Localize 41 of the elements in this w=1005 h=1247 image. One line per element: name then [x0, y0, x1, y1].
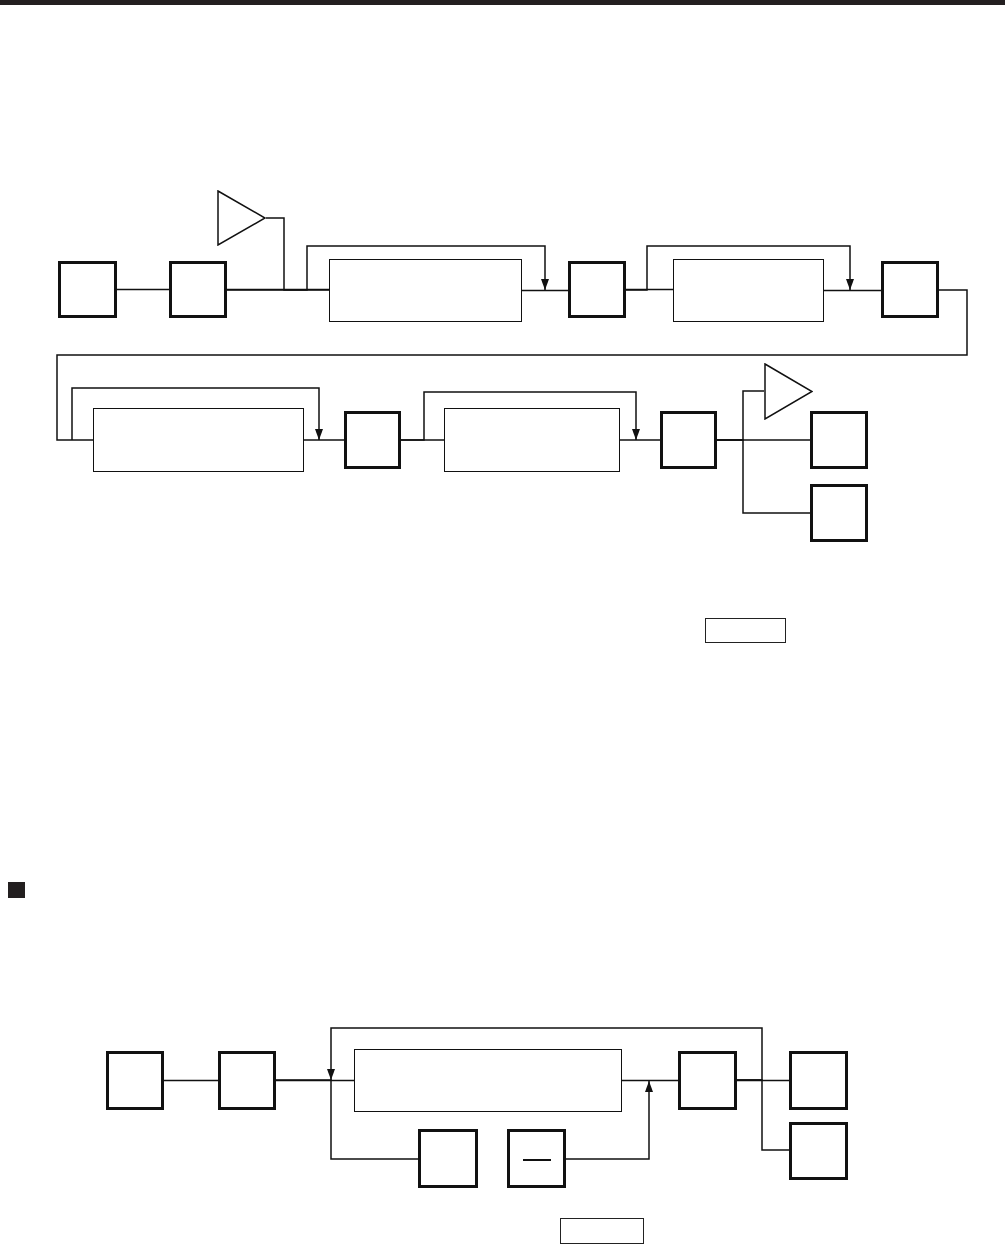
- connector-line: [265, 217, 330, 291]
- connector-line: [56, 289, 968, 441]
- triangle-symbol: [217, 190, 266, 246]
- block-box: [169, 261, 227, 318]
- arrow: [565, 1080, 653, 1160]
- connector-line: [521, 289, 569, 292]
- block-box: [354, 1049, 622, 1112]
- empty-frame: [560, 1218, 644, 1244]
- block-box: [444, 408, 620, 472]
- block-box: [678, 1051, 737, 1110]
- block-box: [344, 411, 401, 469]
- block-box: [329, 259, 522, 322]
- connector-line: [621, 1079, 679, 1082]
- connector-line: [275, 1079, 419, 1160]
- block-box: [789, 1051, 848, 1110]
- arrow: [400, 391, 640, 441]
- connector-line: [163, 1079, 219, 1082]
- connector-line: [116, 288, 170, 291]
- connector-line: [303, 439, 345, 441]
- empty-frame: [705, 618, 786, 643]
- block-box: [660, 411, 717, 469]
- connector-line: [716, 439, 811, 514]
- block-box: [881, 261, 939, 318]
- connector-line: [736, 1079, 790, 1151]
- arrow: [327, 1027, 763, 1081]
- connector-line: [619, 439, 661, 441]
- block-box: [673, 259, 824, 322]
- block-box: [93, 408, 304, 472]
- block-box: [106, 1051, 164, 1110]
- block-box: [418, 1129, 478, 1188]
- block-box: [218, 1051, 276, 1110]
- block-box: [58, 261, 117, 318]
- triangle-symbol: [764, 363, 813, 420]
- block-box: [568, 261, 626, 318]
- block-box: [810, 411, 868, 469]
- connector-line: [823, 289, 882, 292]
- block-box: [507, 1129, 566, 1188]
- block-box: [810, 484, 868, 542]
- arrow: [71, 387, 323, 441]
- arrow: [226, 245, 549, 291]
- block-box: [789, 1122, 848, 1180]
